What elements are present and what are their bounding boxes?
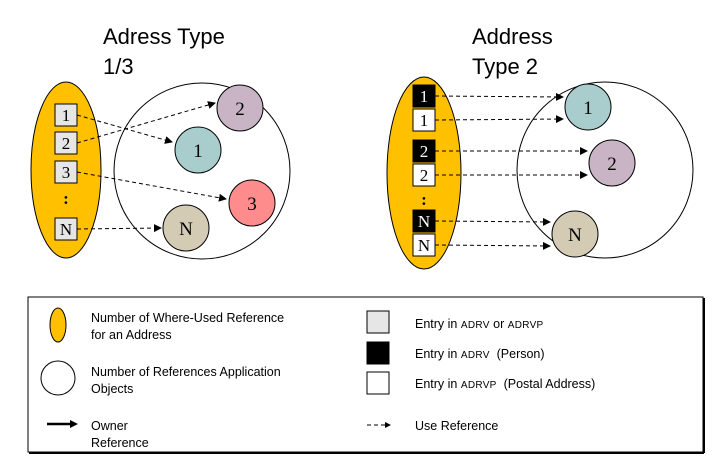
legend-gray-label: Entry in ADRV or ADRVP [415,317,544,331]
right-group: 1 1 2 2 : N N 1 2 [386,76,694,270]
right-title-line1: Address [472,24,553,49]
legend-circle-label-2: Objects [91,382,133,396]
legend-use-arrowhead [385,422,391,428]
right-box-light-2: 2 [412,163,436,187]
right-circle-2: 2 [588,139,636,187]
svg-text:N: N [179,219,193,240]
left-title-line1: Adress Type [103,24,225,49]
right-box-dark-n: N [412,209,436,233]
right-circle-1: 1 [564,83,612,131]
left-box-3: 3 [54,160,78,184]
left-circle-3: 3 [228,179,276,227]
svg-text:1: 1 [62,106,71,125]
legend-ellipse-label-1: Number of Where-Used Reference [91,311,284,325]
right-circle-n: N [551,210,599,258]
svg-text:2: 2 [607,154,617,175]
legend-ellipse-label-2: for an Address [91,328,172,342]
svg-text:1: 1 [420,111,429,130]
left-box-n: N [54,217,78,241]
svg-text:3: 3 [247,194,257,215]
legend-owner-label-2: Reference [91,436,149,450]
svg-text:1: 1 [420,87,429,106]
svg-text:2: 2 [420,142,429,161]
legend-circle-swatch [40,360,76,396]
svg-text:3: 3 [62,163,71,182]
svg-text:1: 1 [583,98,593,119]
left-circle-1: 1 [174,126,222,174]
right-box-light-1: 1 [412,108,436,132]
left-arrow-3-to-3 [76,171,227,202]
right-title-line2: Type 2 [472,54,538,79]
right-arrow-light1-to-1 [434,115,564,124]
left-circle-2: 2 [216,84,264,132]
legend-owner-arrowhead [70,420,78,428]
left-ellipsis: : [63,189,69,208]
right-arrow-darkn-to-n [434,217,551,226]
right-arrow-lightn-to-n [434,241,551,250]
svg-text:1: 1 [193,141,203,162]
svg-text:2: 2 [235,99,245,120]
left-group: 1 2 3 : N 2 1 3 N [30,81,291,260]
legend-frame [27,296,704,453]
legend-black-label: Entry in ADRV (Person) [415,347,545,361]
left-arrow-n-to-n [76,224,162,233]
svg-text:N: N [60,220,72,239]
left-title-line2: 1/3 [103,54,134,79]
right-arrow-dark1-to-1 [434,92,564,101]
legend-circle-label-1: Number of References Application [91,365,281,379]
legend-black-box-swatch [366,341,390,365]
left-arrow-1-to-1 [76,114,173,144]
legend-ellipse-swatch [49,307,67,343]
left-circle-n: N [162,204,210,252]
legend: Number of Where-Used Reference for an Ad… [27,296,705,454]
left-arrow-2-to-2 [76,101,216,144]
right-box-light-n: N [412,233,436,257]
left-box-1: 1 [54,103,78,127]
legend-white-label: Entry in ADRVP (Postal Address) [415,377,595,391]
legend-white-box-swatch [366,371,390,395]
svg-text:2: 2 [62,134,71,153]
svg-text:N: N [418,236,430,255]
legend-use-label: Use Reference [415,419,498,433]
legend-owner-label-1: Owner [91,419,128,433]
right-box-dark-1: 1 [412,84,436,108]
legend-gray-box-swatch [366,310,390,334]
right-ellipsis: : [421,190,427,209]
left-box-2: 2 [54,131,78,155]
svg-text:N: N [418,212,430,231]
svg-text:2: 2 [420,166,429,185]
svg-text:N: N [568,225,582,246]
right-box-dark-2: 2 [412,139,436,163]
